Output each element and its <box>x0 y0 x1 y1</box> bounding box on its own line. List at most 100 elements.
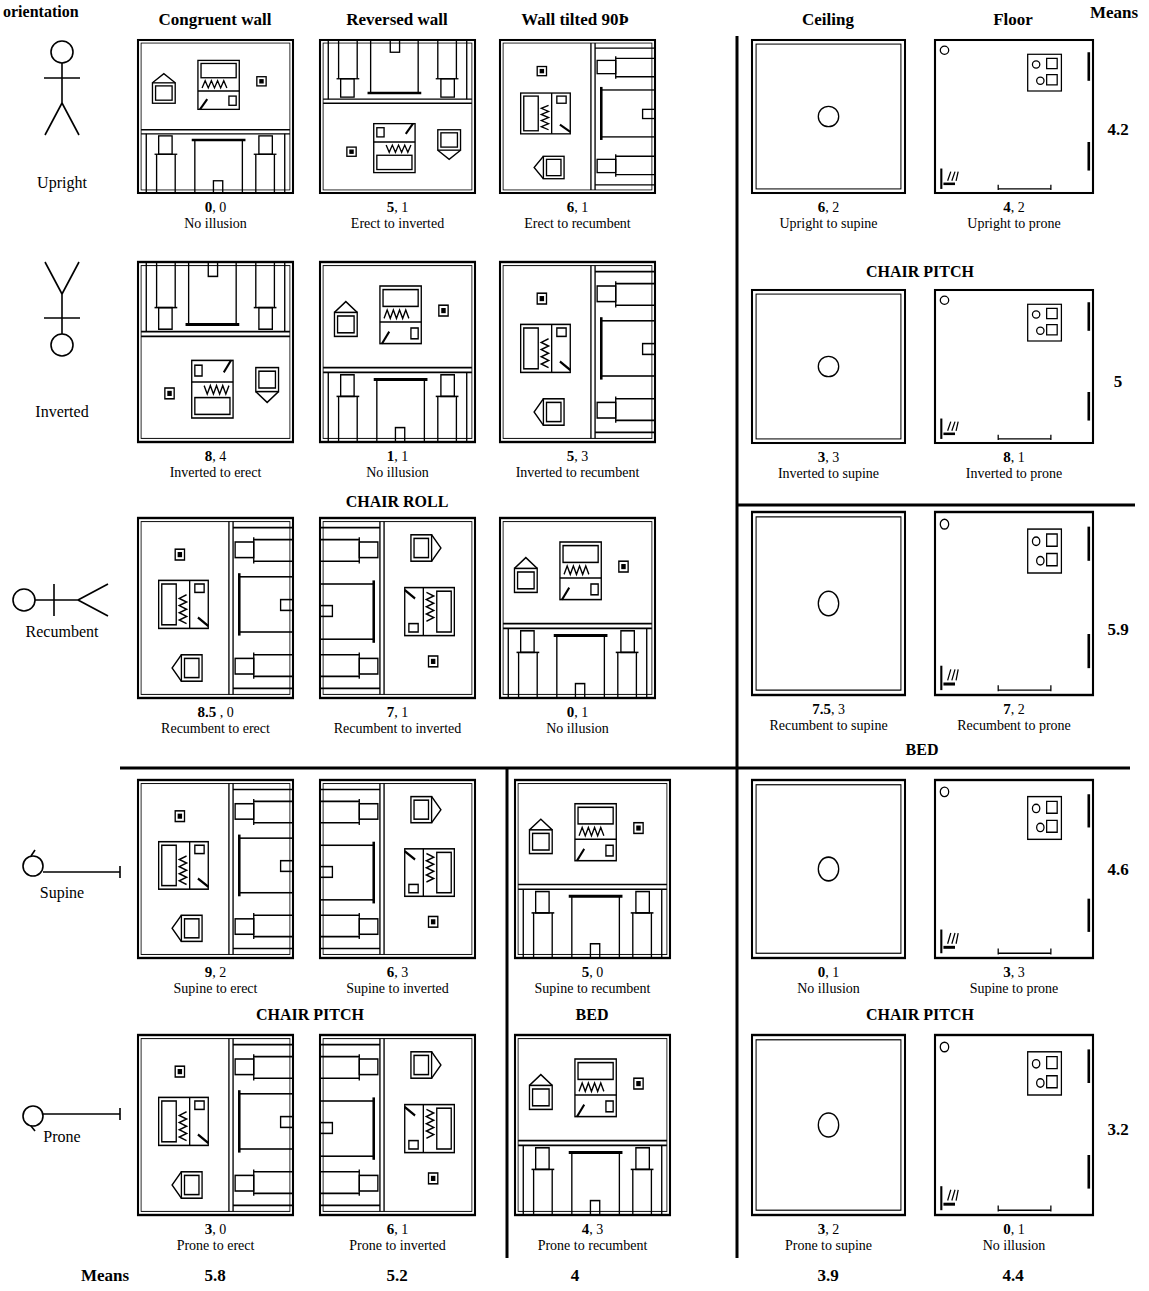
panel-caption: 6, 2Upright to supine <box>712 199 945 232</box>
illusion-description: Erect to inverted <box>280 216 515 232</box>
wall-illustration <box>320 780 475 958</box>
divider-line <box>506 768 509 1258</box>
illusion-description: Supine to recumbent <box>475 981 710 997</box>
row-header: Prone <box>43 1128 80 1146</box>
panel-caption: 0, 0No illusion <box>98 199 333 232</box>
column-header: Floor <box>993 10 1033 30</box>
wall-drawing <box>500 40 655 193</box>
wall-illustration <box>320 262 475 442</box>
panel-caption: 0, 1No illusion <box>712 964 945 997</box>
panel-caption: 7, 2Recumbent to prone <box>895 701 1133 734</box>
wall-drawing <box>320 780 475 958</box>
wall-drawing <box>320 262 475 442</box>
wall-drawing <box>320 518 475 698</box>
panel-caption: 7.5, 3Recumbent to supine <box>712 701 945 734</box>
column-mean: 5.8 <box>204 1266 225 1286</box>
axis-title: orientation <box>3 3 79 21</box>
wall-illustration <box>138 1035 293 1215</box>
mean-rating: 0 <box>818 964 826 980</box>
mean-rating: 3 <box>818 1221 826 1237</box>
wall-illustration <box>320 518 475 698</box>
floor-illustration <box>935 1035 1093 1215</box>
rating-line: 8.5 , 0 <box>98 704 333 721</box>
ceiling-illustration <box>752 290 905 443</box>
illusion-description: No illusion <box>895 1238 1133 1254</box>
floor-drawing <box>935 780 1093 958</box>
illusion-description: Inverted to recumbent <box>460 465 695 481</box>
floor-illustration <box>935 780 1093 958</box>
mean-rating: 5 <box>567 448 575 464</box>
illusion-description: Erect to recumbent <box>460 216 695 232</box>
spread-rating: , 0 <box>212 1222 226 1237</box>
ceiling-drawing <box>752 512 905 695</box>
floor-drawing <box>935 290 1093 443</box>
room-panel: 3, 3Inverted to supine <box>752 290 905 485</box>
means-header: Means <box>1090 3 1138 23</box>
panel-caption: 8, 4Inverted to erect <box>98 448 333 481</box>
rating-line: 3, 3 <box>895 964 1133 981</box>
column-header: Wall tilted 90Þ <box>521 10 629 30</box>
floor-drawing <box>935 40 1093 193</box>
panel-caption: 3, 0Prone to erect <box>98 1221 333 1254</box>
mean-rating: 5 <box>387 199 395 215</box>
wall-drawing <box>320 1035 475 1215</box>
column-header: Ceiling <box>802 10 854 30</box>
panel-caption: 3, 3Inverted to supine <box>712 449 945 482</box>
illusion-description: Recumbent to erect <box>98 721 333 737</box>
column-mean: 3.9 <box>817 1266 838 1286</box>
rating-line: 7, 2 <box>895 701 1133 718</box>
wall-drawing <box>320 40 475 193</box>
illusion-description: Upright to supine <box>712 216 945 232</box>
mean-rating: 3 <box>818 449 826 465</box>
room-panel: 5, 0Supine to recumbent <box>515 780 670 1000</box>
column-header: Congruent wall <box>159 10 272 30</box>
panel-caption: 6, 3Supine to inverted <box>280 964 515 997</box>
room-panel: 0, 0No illusion <box>138 40 293 235</box>
illusion-description: Supine to erect <box>98 981 333 997</box>
wall-drawing <box>515 1035 670 1215</box>
mean-rating: 4 <box>582 1221 590 1237</box>
spread-rating: , 1 <box>574 200 588 215</box>
wall-drawing <box>138 518 293 698</box>
illusion-description: Inverted to erect <box>98 465 333 481</box>
rating-line: 8, 4 <box>98 448 333 465</box>
mean-rating: 6 <box>567 199 575 215</box>
illusion-description: Prone to erect <box>98 1238 333 1254</box>
spread-rating: , 1 <box>394 1222 408 1237</box>
room-panel: 8.5 , 0Recumbent to erect <box>138 518 293 740</box>
wall-drawing <box>515 780 670 958</box>
spread-rating: , 3 <box>589 1222 603 1237</box>
divider-line <box>737 504 1135 507</box>
panel-caption: 3, 2Prone to supine <box>712 1221 945 1254</box>
mean-rating: 7 <box>1003 701 1011 717</box>
illusion-description: Prone to inverted <box>280 1238 515 1254</box>
spread-rating: , 0 <box>212 200 226 215</box>
illusion-description: Prone to supine <box>712 1238 945 1254</box>
illusion-description: Inverted to supine <box>712 466 945 482</box>
row-mean: 4.6 <box>1107 860 1128 880</box>
mean-rating: 7.5 <box>812 701 831 717</box>
wall-illustration <box>515 780 670 958</box>
room-panel: 6, 3Supine to inverted <box>320 780 475 1000</box>
spread-rating: , 1 <box>394 449 408 464</box>
spread-rating: , 0 <box>216 705 234 720</box>
panel-caption: 0, 1No illusion <box>895 1221 1133 1254</box>
condition-label: CHAIR PITCH <box>866 1006 974 1024</box>
condition-label: BED <box>576 1006 609 1024</box>
spread-rating: , 3 <box>574 449 588 464</box>
mean-rating: 9 <box>205 964 213 980</box>
wall-illustration <box>500 518 655 698</box>
illusion-description: Supine to inverted <box>280 981 515 997</box>
wall-drawing <box>138 1035 293 1215</box>
wall-drawing <box>500 518 655 698</box>
panel-caption: 0, 1No illusion <box>460 704 695 737</box>
wall-illustration <box>320 1035 475 1215</box>
rating-line: 7, 1 <box>280 704 515 721</box>
row-header: Inverted <box>35 403 88 421</box>
mean-rating: 8.5 <box>197 704 216 720</box>
rating-line: 3, 0 <box>98 1221 333 1238</box>
panel-caption: 6, 1Erect to recumbent <box>460 199 695 232</box>
row-header: Supine <box>40 884 84 902</box>
recumbent-figure <box>13 584 108 616</box>
